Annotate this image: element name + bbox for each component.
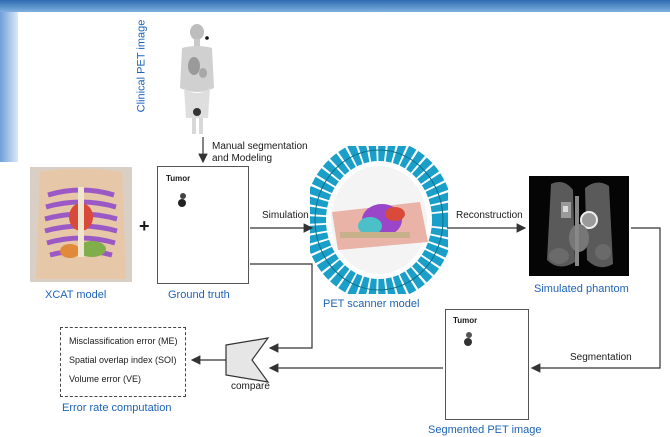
comparator-shape <box>226 338 268 382</box>
